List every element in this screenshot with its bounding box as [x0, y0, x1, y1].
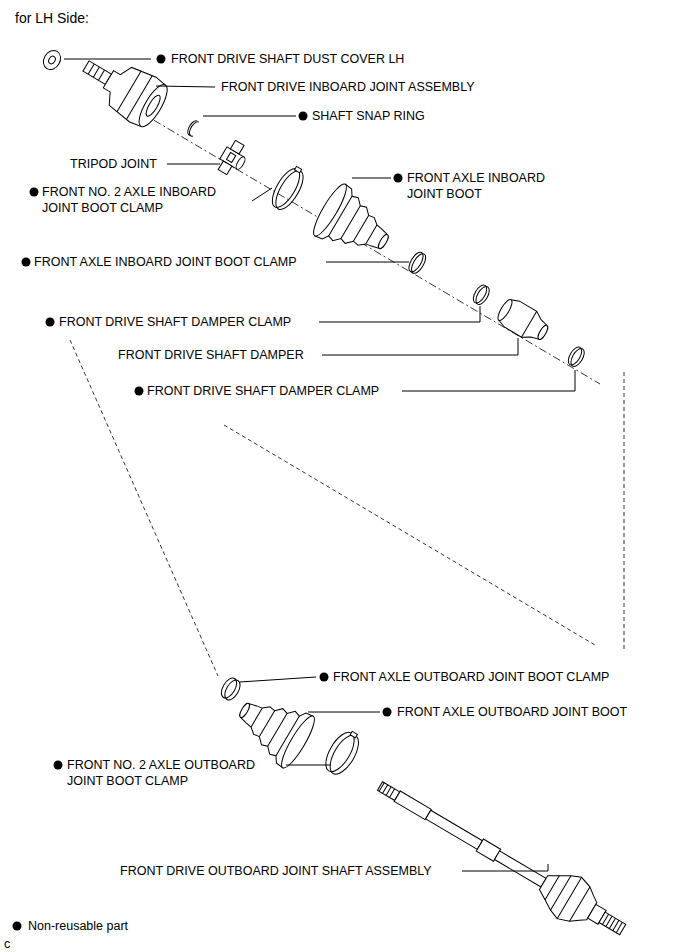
part-label: SHAFT SNAP RING: [312, 108, 425, 124]
part-label: TRIPOD JOINT: [70, 156, 157, 172]
legend-text: Non-reusable part: [28, 918, 128, 934]
part-label: FRONT DRIVE SHAFT DAMPER: [118, 347, 304, 363]
part-label: FRONT NO. 2 AXLE INBOARD JOINT BOOT CLAM…: [42, 184, 252, 216]
part-label: FRONT DRIVE SHAFT DUST COVER LH: [171, 51, 404, 67]
part-label: FRONT DRIVE INBOARD JOINT ASSEMBLY: [221, 79, 475, 95]
figure-code: c: [4, 936, 10, 952]
part-label: FRONT AXLE INBOARD JOINT BOOT CLAMP: [34, 254, 297, 270]
part-label: FRONT AXLE INBOARD JOINT BOOT: [407, 170, 575, 202]
part-label: FRONT DRIVE SHAFT DAMPER CLAMP: [59, 314, 291, 330]
part-label: FRONT AXLE OUTBOARD JOINT BOOT CLAMP: [333, 669, 609, 685]
part-label: FRONT DRIVE SHAFT DAMPER CLAMP: [147, 383, 379, 399]
part-label: FRONT AXLE OUTBOARD JOINT BOOT: [397, 704, 627, 720]
part-label: FRONT DRIVE OUTBOARD JOINT SHAFT ASSEMBL…: [120, 863, 432, 879]
figure-title: for LH Side:: [15, 9, 89, 27]
part-label: FRONT NO. 2 AXLE OUTBOARD JOINT BOOT CLA…: [67, 757, 287, 789]
